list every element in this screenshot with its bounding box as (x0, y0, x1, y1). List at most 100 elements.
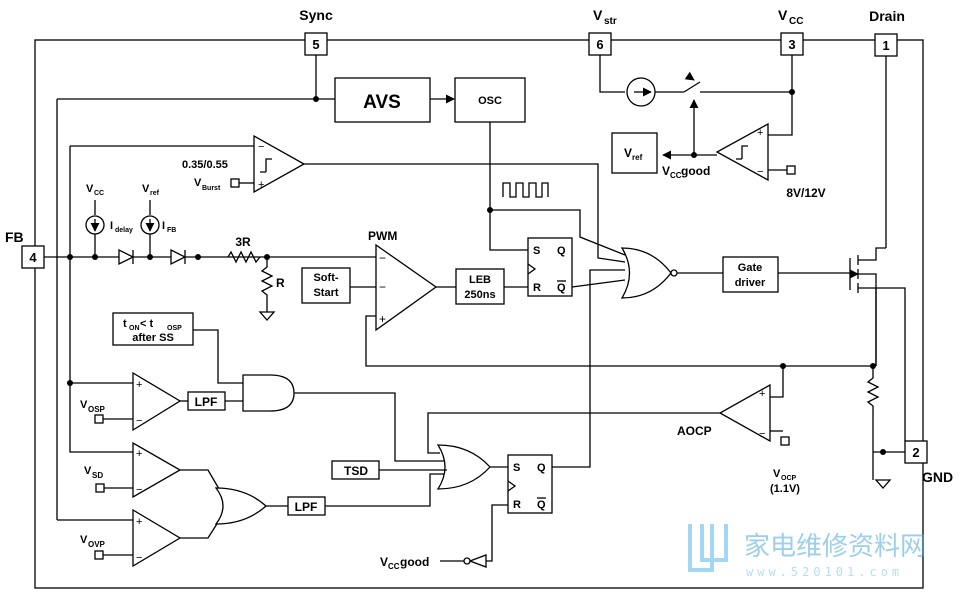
svg-text:−: − (379, 251, 386, 265)
pin-vstr-sub: str (604, 16, 617, 27)
pin-vstr-number: 6 (596, 37, 603, 52)
svg-text:Burst: Burst (202, 185, 221, 192)
chip-border (34, 39, 924, 589)
diode-icon (118, 248, 135, 266)
vcc-good-label-top: V (662, 164, 670, 178)
svg-text:S: S (513, 462, 520, 474)
vref-block (611, 132, 658, 174)
pin-gnd: 2 GND (904, 440, 953, 485)
svg-text:V: V (80, 399, 88, 411)
and-gate-osp (242, 374, 295, 412)
svg-text:+: + (136, 379, 142, 391)
aocp-comparator (718, 383, 771, 443)
watermark-logo-icon (688, 524, 728, 572)
svg-text:V: V (194, 177, 202, 189)
ovp-comparator (132, 508, 182, 568)
svg-text:V: V (624, 146, 632, 160)
pwm-flipflop (527, 237, 573, 297)
pin-fb-name: FB (5, 229, 24, 245)
ground-icon (874, 479, 892, 489)
pin-gnd-number: 2 (912, 445, 919, 460)
svg-text:Soft-: Soft- (313, 272, 338, 284)
svg-text:+: + (759, 388, 765, 400)
pin-gnd-name: GND (922, 469, 953, 485)
startup-switch-icon (683, 81, 701, 93)
pin-vcc-number: 3 (788, 37, 795, 52)
svg-text:SD: SD (92, 471, 103, 480)
latch-flipflop (507, 454, 553, 514)
svg-text:Q: Q (557, 245, 566, 257)
svg-text:Start: Start (313, 287, 338, 299)
svg-text:CC: CC (670, 171, 682, 180)
resistor-r-icon (260, 257, 274, 312)
pin-vcc-sub: CC (789, 16, 803, 27)
svg-text:LPF: LPF (295, 500, 318, 514)
svg-text:after SS: after SS (132, 332, 174, 344)
burst-ratio-label: 0.35/0.55 (182, 159, 228, 171)
svg-text:CC: CC (388, 562, 400, 571)
pin-fb-number: 4 (29, 250, 37, 265)
watermark-url: www.520101.com (746, 565, 903, 579)
svg-text:+: + (757, 127, 763, 139)
svg-text:I: I (162, 220, 165, 232)
svg-text:−: − (759, 428, 765, 440)
pin-drain-number: 1 (882, 38, 889, 53)
pin-sync-name: Sync (299, 7, 333, 23)
inverter-icon (468, 554, 487, 568)
pin-vstr-name: V (593, 7, 603, 23)
pin-fb: FB 4 (5, 229, 45, 269)
svg-text:ref: ref (632, 153, 643, 162)
svg-text:250ns: 250ns (464, 289, 495, 301)
svg-text:R: R (276, 276, 285, 290)
svg-text:Q: Q (557, 282, 566, 294)
hysteresis-icon (260, 158, 272, 173)
pin-drain: Drain 1 (869, 8, 905, 57)
svg-text:I: I (110, 220, 113, 232)
osc-label: OSC (478, 95, 502, 107)
svg-text:+: + (379, 312, 386, 326)
pulse-train-icon (502, 182, 549, 198)
or-gate-protection (436, 444, 491, 490)
resistor-3r-icon (227, 250, 261, 264)
pin-drain-name: Drain (869, 8, 905, 24)
svg-text:LPF: LPF (195, 395, 218, 409)
ground-icon (258, 311, 276, 321)
res-3r-label: 3R (235, 235, 251, 249)
avs-block (334, 77, 431, 123)
svg-text:OSP: OSP (88, 405, 106, 414)
or-gate-sd-ovp (214, 487, 267, 525)
svg-text:driver: driver (735, 277, 766, 289)
osc-block (454, 77, 526, 123)
svg-text:OVP: OVP (88, 540, 106, 549)
hysteresis-icon (736, 145, 748, 160)
pin-sync-number: 5 (312, 37, 319, 52)
svg-text:V: V (142, 183, 150, 195)
svg-text:+: + (258, 179, 264, 191)
svg-text:OSP: OSP (167, 325, 182, 332)
avs-label: AVS (363, 92, 401, 113)
svg-text:TSD: TSD (344, 464, 368, 478)
pin-vstr: V str 6 (588, 7, 617, 56)
svg-text:−: − (379, 280, 386, 294)
svg-text:V: V (84, 465, 92, 477)
svg-text:R: R (513, 499, 521, 511)
pin-sync: Sync 5 (299, 7, 333, 56)
svg-text:−: − (258, 141, 264, 153)
svg-text:V: V (80, 534, 88, 546)
svg-text:< t: < t (140, 318, 153, 330)
svg-text:V: V (86, 183, 94, 195)
svg-text:CC: CC (94, 190, 104, 197)
aocp-label: AOCP (677, 424, 712, 438)
ton-osp-block (112, 312, 194, 346)
svg-text:good: good (400, 555, 429, 569)
svg-text:S: S (533, 245, 540, 257)
burst-comparator (253, 134, 306, 194)
pin-vcc: V CC 3 (778, 7, 804, 56)
svg-text:Gate: Gate (738, 262, 762, 274)
svg-text:R: R (533, 282, 541, 294)
svg-text:LEB: LEB (469, 274, 491, 286)
svg-text:good: good (681, 164, 710, 178)
svg-text:ref: ref (150, 190, 160, 197)
sd-comparator (132, 441, 182, 499)
